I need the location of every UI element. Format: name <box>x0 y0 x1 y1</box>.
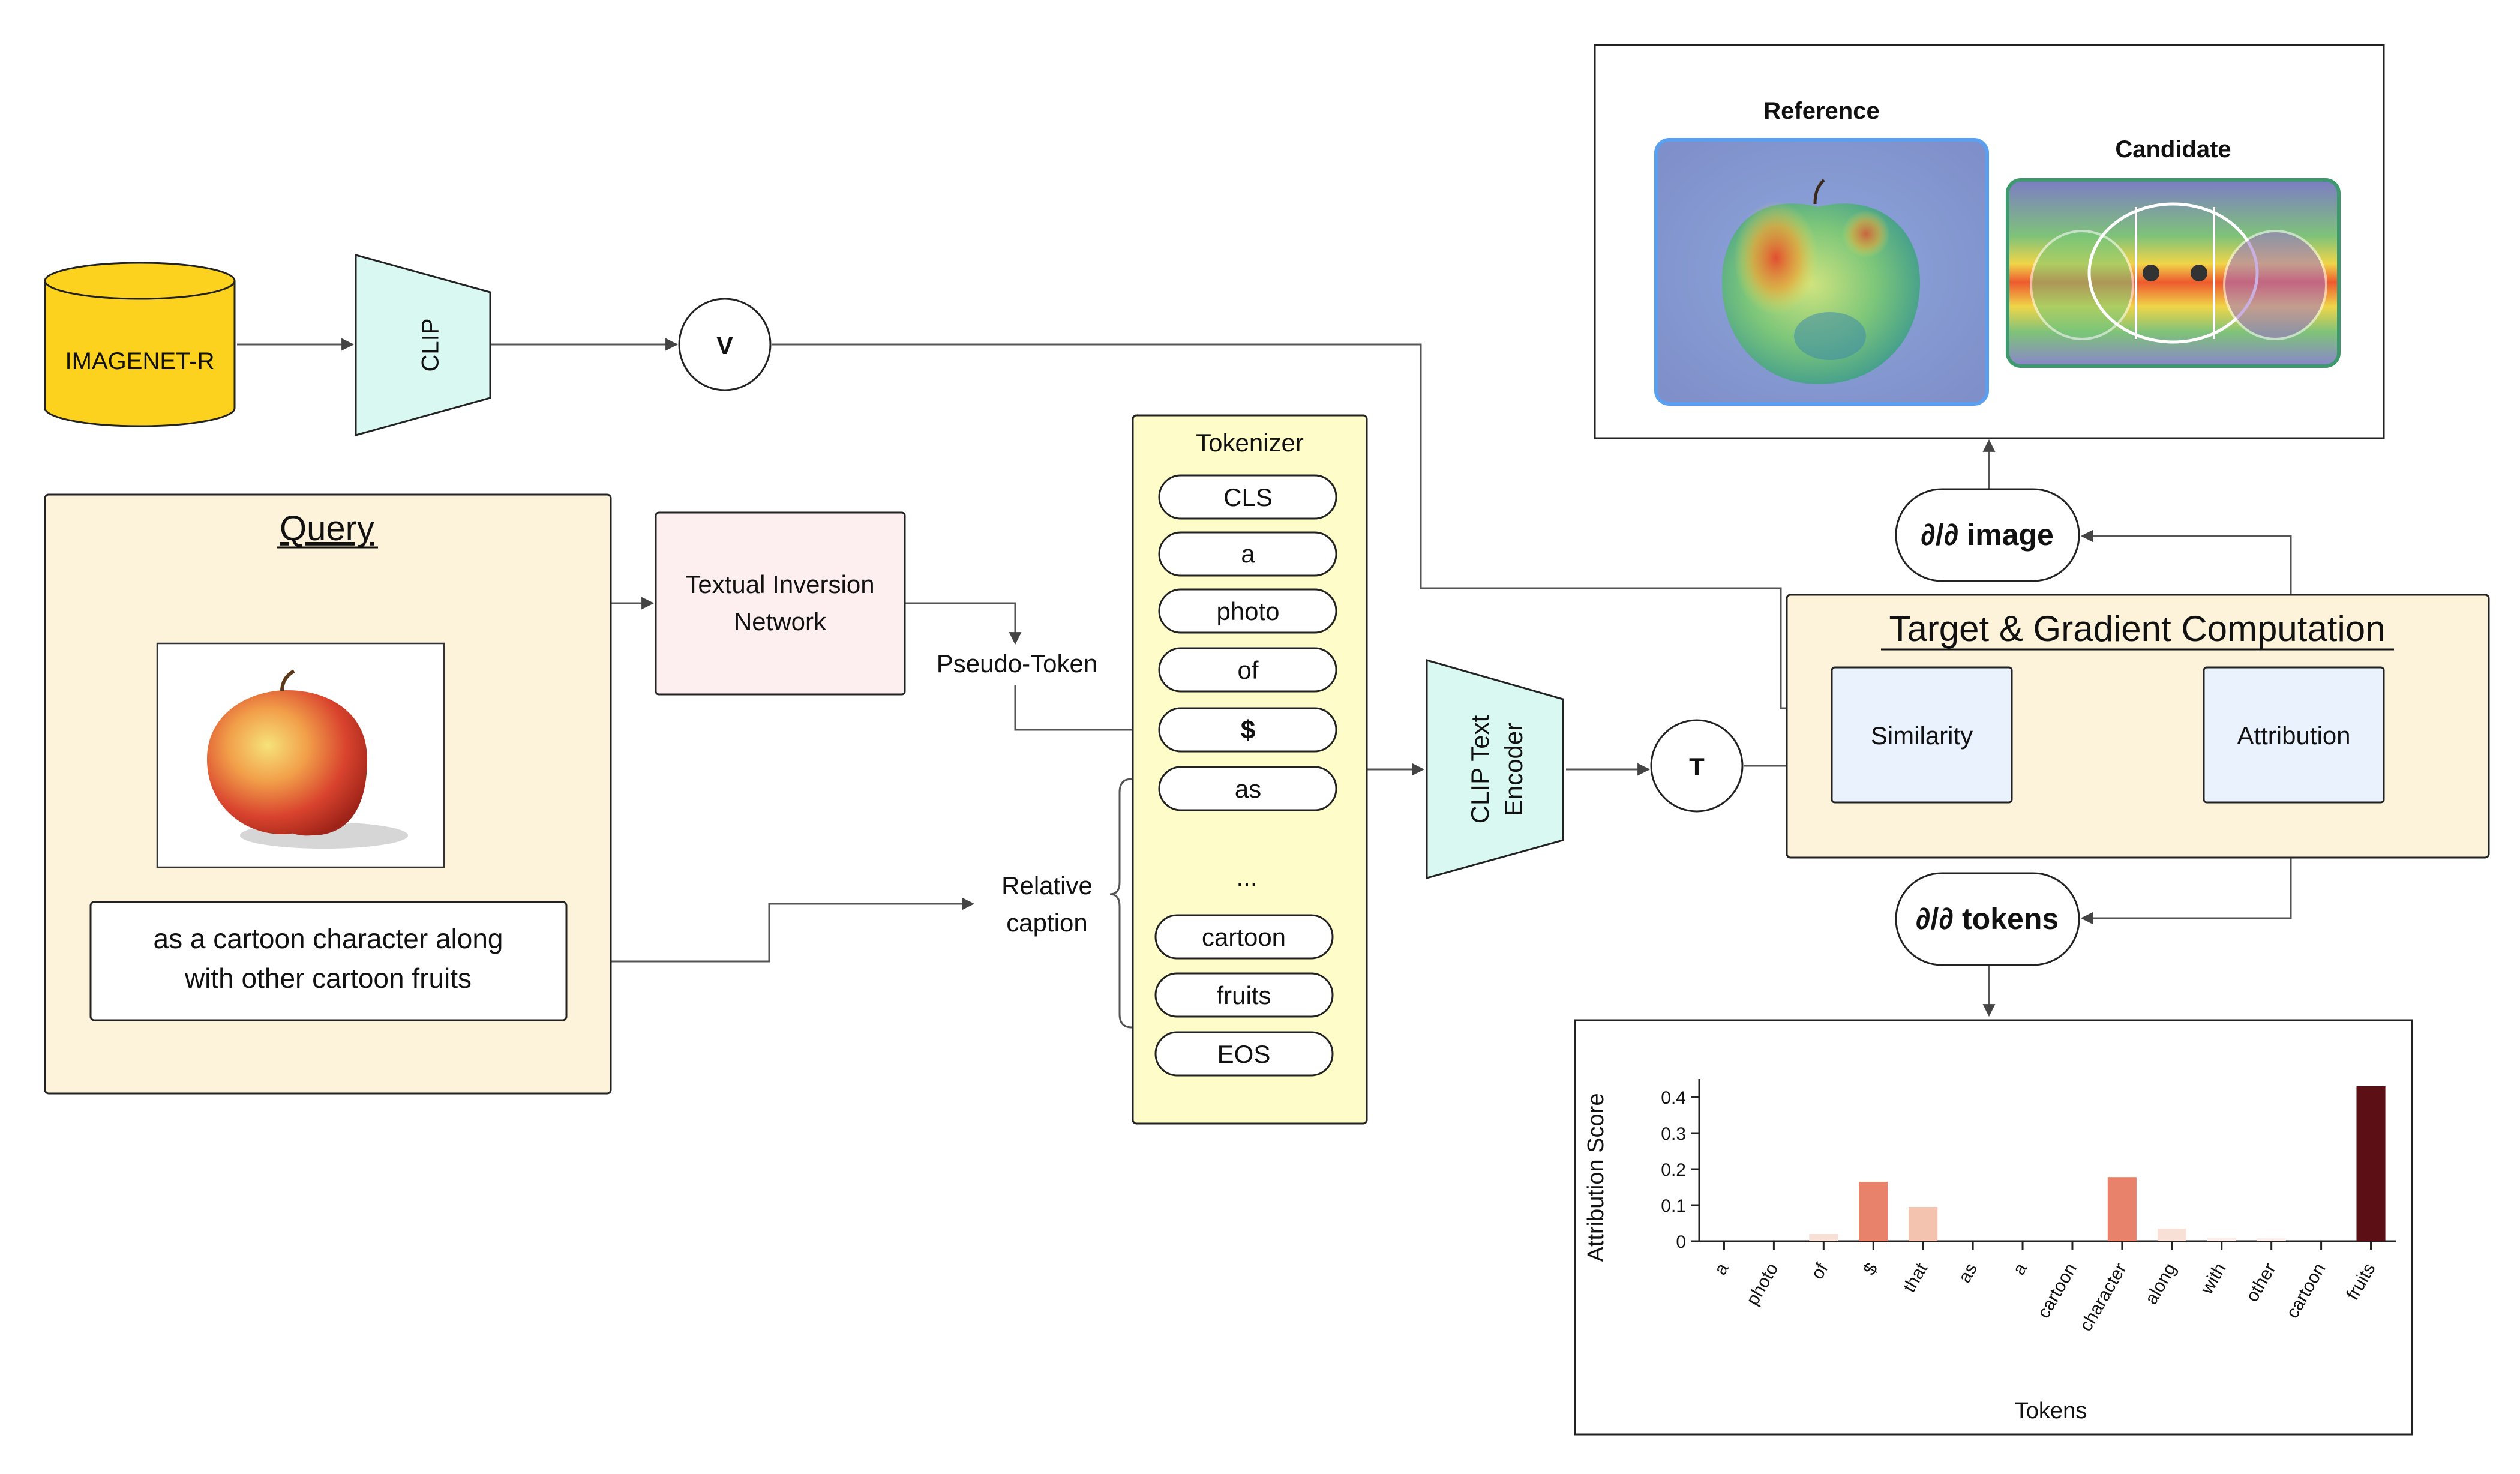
token-cls-label: CLS <box>1223 483 1273 511</box>
textual-inversion-line-1: Textual Inversion <box>685 570 874 598</box>
arrow-pseudotoken-to-dollar <box>1014 685 1160 736</box>
token-chip-fruits[interactable]: fruits <box>1154 972 1334 1018</box>
arrow-inversion-to-pseudotoken <box>905 602 1022 645</box>
token-a-label: a <box>1241 540 1255 568</box>
chart-bar <box>2157 1229 2186 1241</box>
chart-bar <box>1909 1207 1938 1241</box>
arrow-caption-to-relative <box>566 897 975 963</box>
textual-inversion-network[interactable]: Textual Inversion Network <box>655 511 906 696</box>
chart-ylabel: Attribution Score <box>1583 1093 1609 1262</box>
candidate-title: Candidate <box>2115 136 2231 163</box>
token-photo-label: photo <box>1216 597 1279 625</box>
chart-bar <box>2107 1177 2137 1241</box>
query-image[interactable] <box>156 642 445 868</box>
target-gradient-panel: Target & Gradient Computation Similarity… <box>1786 594 2490 859</box>
relative-caption-line-1: Relative <box>1001 871 1093 900</box>
token-chip-eos[interactable]: EOS <box>1154 1031 1334 1077</box>
attribution-label: Attribution <box>2237 721 2350 750</box>
pseudo-token-label: Pseudo-Token <box>937 649 1098 678</box>
chart-bar <box>1809 1234 1838 1241</box>
caption-box[interactable]: as a cartoon character along with other … <box>89 901 568 1021</box>
reference-title: Reference <box>1763 98 1879 124</box>
chart-bar <box>1859 1182 1888 1241</box>
grad-tokens-label: ∂/∂ tokens <box>1916 902 2059 936</box>
relative-caption-line-2: caption <box>1006 909 1087 937</box>
text-embedding-label: T <box>1689 753 1705 781</box>
token-chip-cartoon[interactable]: cartoon <box>1154 914 1334 960</box>
token-chip-cls[interactable]: CLS <box>1158 474 1337 520</box>
target-title: Target & Gradient Computation <box>1889 609 2385 649</box>
chart-ytick-label: 0.4 <box>1661 1088 1686 1108</box>
clip-text-encoder[interactable]: CLIP Text Encoder <box>1426 659 1564 879</box>
clip-image-encoder-label: CLIP <box>418 319 444 372</box>
token-chip-as[interactable]: as <box>1158 766 1337 811</box>
token-eos-label: EOS <box>1217 1040 1271 1068</box>
query-title: Query <box>280 509 374 548</box>
token-fruits-label: fruits <box>1216 981 1271 1009</box>
chart-bar <box>2257 1238 2286 1241</box>
caption-line-1: as a cartoon character along <box>153 923 503 954</box>
token-of-label: of <box>1237 656 1258 684</box>
token-ellipsis: ... <box>1236 863 1257 891</box>
attribution-box[interactable]: Attribution <box>2203 666 2385 804</box>
similarity-box[interactable]: Similarity <box>1831 666 2013 804</box>
similarity-label: Similarity <box>1871 721 1973 750</box>
reference-heatmap-image[interactable] <box>1654 138 1989 406</box>
token-pseudo-label: $ <box>1241 715 1255 745</box>
grad-image-node[interactable]: ∂/∂ image <box>1895 488 2080 582</box>
chart-xlabel: Tokens <box>2015 1398 2087 1424</box>
clip-text-encoder-line-1: CLIP Text <box>1466 715 1494 823</box>
tokenizer-panel: Tokenizer CLS a photo of $ as ... carto <box>1132 414 1368 1125</box>
image-embedding-node[interactable]: V <box>678 298 772 391</box>
token-chip-of[interactable]: of <box>1158 647 1337 693</box>
apple-icon <box>207 690 367 836</box>
grad-tokens-node[interactable]: ∂/∂ tokens <box>1895 872 2080 966</box>
chart-ytick-label: 0.3 <box>1661 1124 1686 1144</box>
token-chip-pseudo[interactable]: $ <box>1158 707 1337 753</box>
clip-text-encoder-line-2: Encoder <box>1499 723 1528 816</box>
chart-ytick-label: 0 <box>1676 1232 1686 1252</box>
textual-inversion-line-2: Network <box>734 607 827 636</box>
chart-ytick-label: 0.2 <box>1661 1160 1686 1180</box>
dataset-label: IMAGENET-R <box>65 348 215 375</box>
candidate-heatmap-image[interactable] <box>2006 178 2341 368</box>
token-chip-photo[interactable]: photo <box>1158 588 1337 634</box>
token-cartoon-label: cartoon <box>1202 923 1286 951</box>
token-as-label: as <box>1235 775 1261 803</box>
relative-caption-brace <box>1109 778 1132 1029</box>
chart-ytick-label: 0.1 <box>1661 1196 1686 1216</box>
heatmap-panel: Reference Candidate <box>1594 44 2385 439</box>
image-embedding-label: V <box>716 331 733 359</box>
caption-line-2: with other cartoon fruits <box>184 963 472 994</box>
grad-image-label: ∂/∂ image <box>1921 518 2054 552</box>
dataset-cylinder: IMAGENET-R <box>44 262 236 427</box>
query-panel: Query as a cartoon character along with … <box>44 493 612 1095</box>
text-embedding-node[interactable]: T <box>1650 719 1744 813</box>
chart-bar <box>2356 1086 2386 1241</box>
tokenizer-title: Tokenizer <box>1196 429 1304 457</box>
clip-image-encoder[interactable]: CLIP <box>355 254 491 436</box>
token-chip-a[interactable]: a <box>1158 531 1337 577</box>
chart-bar <box>2207 1238 2236 1241</box>
